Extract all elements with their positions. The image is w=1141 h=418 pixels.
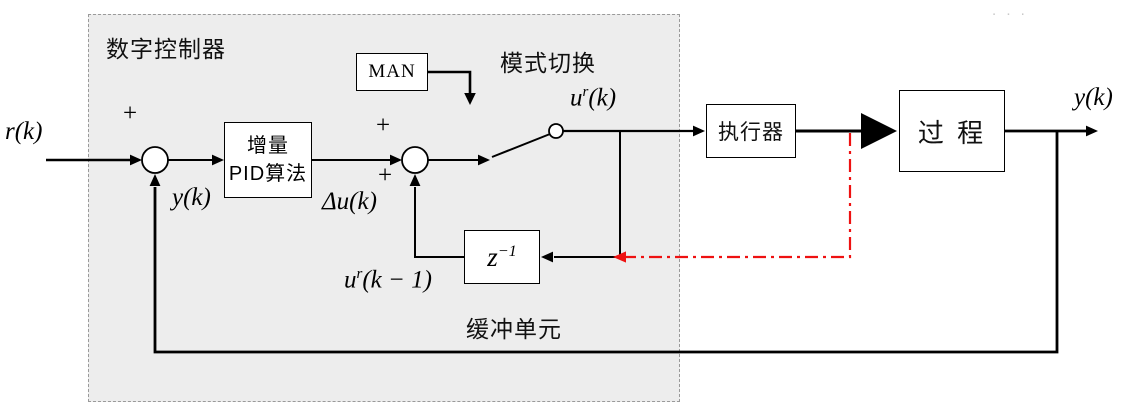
delay-block-label: z−1: [487, 241, 517, 272]
switch-contact-circle: [548, 123, 564, 139]
man-block-label: MAN: [368, 61, 416, 82]
ur-k-label: ur(k): [570, 84, 617, 112]
sum-junction-2: [401, 146, 429, 174]
sum2-feedback-arrowhead: [409, 174, 421, 186]
feedback-signal-label: y(k): [172, 184, 211, 211]
process-block: 过 程: [899, 90, 1005, 172]
actuator-block-label: 执行器: [718, 121, 784, 144]
digital-controller-label: 数字控制器: [106, 36, 226, 62]
delay-block: z−1: [464, 230, 540, 284]
big-arrow-triangle: [861, 113, 897, 149]
man-arrow-line: [428, 70, 472, 93]
plus-sign-junction2-top: +: [376, 112, 391, 139]
process-block-label: 过 程: [917, 117, 987, 148]
highlight-arrowhead: [613, 251, 626, 263]
pid-block: 增量 PID算法: [224, 122, 312, 198]
delay-input-arrowhead: [541, 251, 553, 263]
input-signal-label: r(k): [5, 118, 43, 145]
man-block: MAN: [356, 53, 428, 91]
plus-sign-junction2-bottom: +: [378, 162, 393, 189]
pid-input-arrowhead: [212, 154, 224, 166]
ur-k-minus1-label: ur(k − 1): [344, 266, 432, 294]
input-arrowhead: [130, 154, 142, 166]
switch-input-arrowhead: [478, 154, 490, 166]
sum2-input-arrowhead: [390, 154, 402, 166]
pid-block-label: 增量 PID算法: [228, 135, 308, 185]
delta-u-label: Δu(k): [322, 188, 377, 215]
actuator-input-arrowhead: [693, 125, 705, 137]
buffer-unit-label: 缓冲单元: [466, 316, 562, 342]
mode-switch-label: 模式切换: [500, 50, 596, 76]
output-signal-label: y(k): [1074, 84, 1113, 111]
highlight-feedback-line: [626, 133, 852, 259]
sum-junction-1: [141, 146, 169, 174]
actuator-block: 执行器: [706, 104, 796, 158]
artifact-dots: . . .: [992, 2, 1028, 19]
output-arrowhead: [1086, 125, 1098, 137]
feedback-arrowhead: [149, 174, 161, 186]
plus-sign-junction1: +: [123, 100, 138, 127]
delay-output-line: [414, 187, 464, 258]
feedback-line: [153, 131, 1059, 354]
delay-branch-line: [554, 131, 621, 258]
man-arrowhead: [464, 93, 476, 105]
switch-arm-line: [491, 133, 551, 158]
